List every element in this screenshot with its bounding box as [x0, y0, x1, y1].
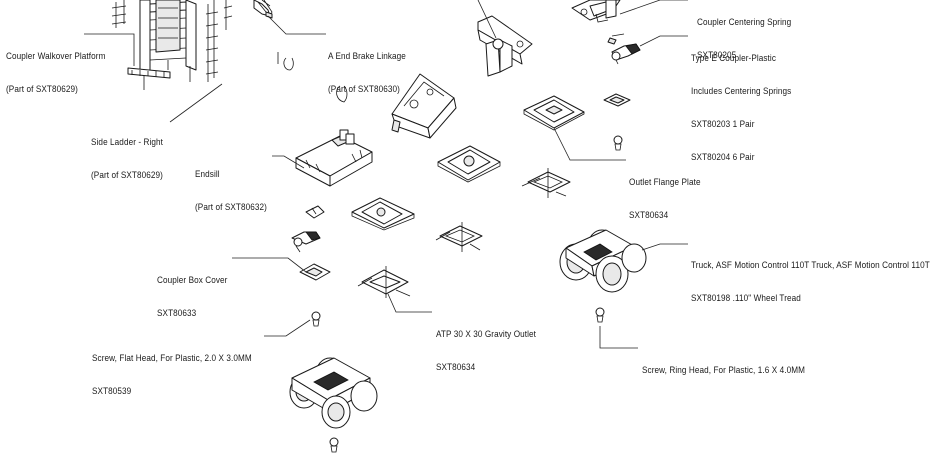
gravity-outlet-part: [357, 266, 411, 298]
bolster-part-top: [477, 15, 533, 77]
type-e-coupler-part: [607, 33, 641, 65]
callout-centering-spring: Coupler Centering Spring SXT80205: [697, 0, 791, 72]
callout-walkover-platform: Coupler Walkover Platform (Part of SXT80…: [6, 29, 105, 106]
brake-linkage-part: [253, 0, 348, 103]
flat-head-screw-part: [311, 311, 321, 327]
bottom-screw-part: [329, 437, 339, 453]
callout-line: Includes Centering Springs: [691, 86, 792, 97]
callout-line: Side Ladder - Right: [91, 137, 164, 148]
callout-coupler-box-cover: Coupler Box Cover SXT80633: [157, 253, 227, 330]
callout-line: SXT80633: [157, 308, 197, 319]
coupler-small-part: [305, 205, 325, 219]
callout-line: SXT80204 6 Pair: [691, 152, 755, 163]
outlet-frame-part-mid: [435, 222, 483, 252]
truck-right-part: [559, 229, 647, 293]
callout-gravity-outlet: ATP 30 X 30 Gravity Outlet SXT80634: [436, 307, 536, 384]
bolster-part-center: [391, 73, 457, 139]
callout-line: Endsill: [195, 169, 220, 180]
callout-line: (Part of SXT80632): [195, 202, 267, 213]
callout-line: SXT80203 1 Pair: [691, 119, 755, 130]
callout-brake-linkage: A End Brake Linkage (Part of SXT80630): [328, 29, 406, 106]
callout-screw-flat-head: Screw, Flat Head, For Plastic, 2.0 X 3.0…: [92, 331, 252, 408]
callout-line: Coupler Walkover Platform: [6, 51, 106, 62]
outlet-plate-left: [351, 197, 415, 231]
outlet-frame-part-right: [521, 168, 571, 198]
callout-line: SXT80634: [629, 210, 669, 221]
outlet-flange-plate-part: [523, 95, 585, 131]
callout-screw-ring-head: Screw, Ring Head, For Plastic, 1.6 X 4.0…: [642, 343, 805, 387]
truck-bottom-part: [289, 357, 378, 429]
callout-line: SXT80539: [92, 386, 132, 397]
callout-line: Coupler Box Cover: [157, 275, 228, 286]
callout-truck: Truck, ASF Motion Control 110T Truck, AS…: [691, 238, 930, 315]
callout-endsill: Endsill (Part of SXT80632): [195, 147, 267, 224]
callout-line: (Part of SXT80629): [6, 84, 78, 95]
coupler-part-left: [291, 231, 321, 253]
coupler-box-cover-part: [299, 263, 331, 281]
leader-lines: [84, 0, 688, 349]
ring-head-screw-part: [595, 307, 605, 323]
callout-line: ATP 30 X 30 Gravity Outlet: [436, 329, 537, 340]
callout-type-e-coupler: Type E Coupler-Plastic Includes Centerin…: [691, 31, 791, 174]
side-ladder-walkover-part: [111, 0, 233, 90]
callout-line: Coupler Centering Spring: [697, 17, 792, 28]
coupler-centering-part: [571, 0, 621, 23]
callout-line: Screw, Flat Head, For Plastic, 2.0 X 3.0…: [92, 353, 252, 364]
callout-line: Truck, ASF Motion Control 110T Truck, AS…: [691, 260, 930, 271]
endsill-part: [295, 129, 373, 187]
callout-line: Screw, Ring Head, For Plastic, 1.6 X 4.0…: [642, 365, 805, 376]
outlet-plate-center: [437, 145, 501, 183]
callout-line: (Part of SXT80630): [328, 84, 400, 95]
callout-line: Type E Coupler-Plastic: [691, 53, 776, 64]
callout-line: (Part of SXT80629): [91, 170, 163, 181]
callout-side-ladder: Side Ladder - Right (Part of SXT80629): [91, 115, 163, 192]
callout-line: Outlet Flange Plate: [629, 177, 701, 188]
callout-line: SXT80198 .110" Wheel Tread: [691, 293, 801, 304]
small-plate-part: [603, 93, 631, 107]
small-screw-mid: [613, 135, 623, 151]
callout-line: SXT80205: [697, 50, 737, 61]
callout-line: A End Brake Linkage: [328, 51, 406, 62]
callout-outlet-flange-plate: Outlet Flange Plate SXT80634: [629, 155, 701, 232]
callout-line: SXT80634: [436, 362, 476, 373]
